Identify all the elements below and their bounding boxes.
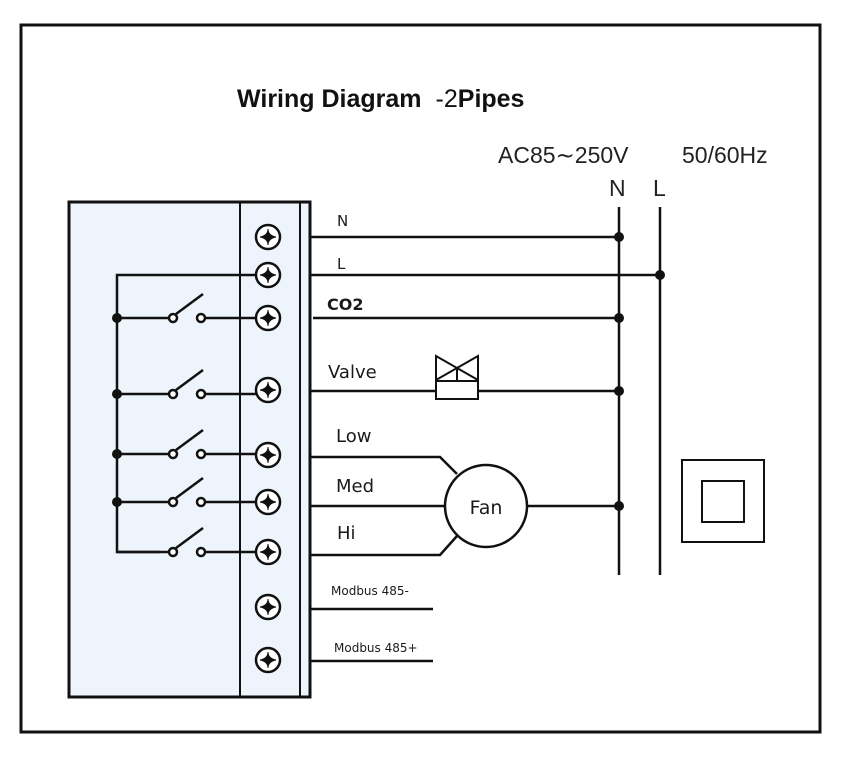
bus-label-l: L (653, 175, 666, 201)
terminal-screw-icon (254, 646, 282, 674)
terminal-screw-icon (254, 488, 282, 516)
terminal-screw-icon (254, 261, 282, 289)
power-frequency: 50/60Hz (682, 142, 768, 168)
label-modbus-plus: Modbus 485+ (334, 641, 418, 655)
diagram-title: Wiring Diagram-2Pipes (237, 85, 524, 113)
terminal-screw-icon (254, 593, 282, 621)
label-l: L (337, 255, 346, 273)
power-voltage: AC85∼250V (498, 142, 629, 168)
terminal-screw-icon (254, 376, 282, 404)
double-insulation-icon (681, 459, 765, 543)
junction-dots (112, 232, 665, 511)
external-wires (310, 235, 660, 663)
terminal-screw-icon (254, 304, 282, 332)
label-valve: Valve (328, 362, 377, 383)
valve-icon (435, 354, 479, 400)
label-hi: Hi (337, 523, 356, 544)
relay-switch-icon (117, 428, 256, 460)
bus-label-n: N (609, 175, 626, 201)
wire-low (310, 455, 458, 475)
label-n: N (337, 212, 348, 230)
terminal-screw-icon (254, 441, 282, 469)
fan-icon (443, 463, 529, 549)
label-modbus-minus: Modbus 485- (331, 584, 409, 598)
relay-switch-icon (117, 476, 256, 508)
fan-label: Fan (470, 497, 503, 519)
relay-switch-icon (117, 526, 256, 558)
label-co2: CO2 (327, 295, 363, 314)
terminal-screw-icon (254, 538, 282, 566)
label-low: Low (336, 426, 371, 447)
wire-hi (310, 535, 458, 557)
outer-frame (19, 23, 822, 734)
label-med: Med (336, 476, 374, 497)
relay-switch-icon (117, 292, 256, 324)
relay-switch-icon (117, 368, 256, 400)
terminal-screw-icon (254, 223, 282, 251)
